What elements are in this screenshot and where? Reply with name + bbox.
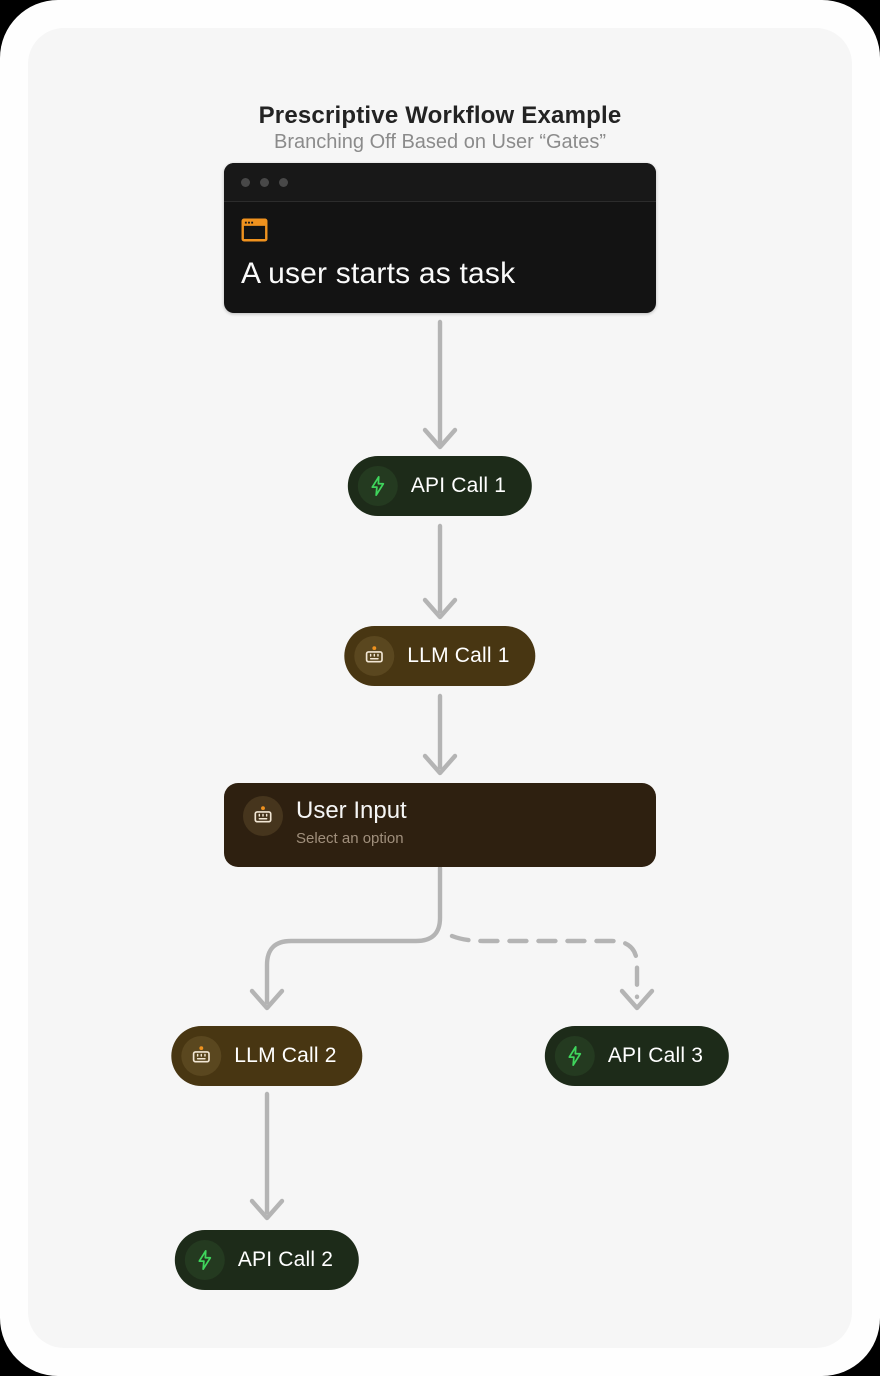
node-label: API Call 2	[237, 1248, 334, 1271]
robot-icon	[243, 796, 283, 836]
user-input-subtitle: Select an option	[296, 830, 404, 847]
node-llm-call-1[interactable]: LLM Call 1	[344, 626, 536, 686]
page-title: Prescriptive Workflow Example	[258, 102, 622, 129]
node-label: LLM Call 1	[407, 644, 510, 667]
node-api-call-2[interactable]: API Call 2	[174, 1230, 360, 1290]
lightning-icon	[554, 1036, 595, 1076]
browser-window-icon	[241, 218, 268, 242]
node-api-call-3[interactable]: API Call 3	[544, 1026, 730, 1086]
node-user-input[interactable]: User Input Select an option	[224, 783, 656, 867]
node-task-window[interactable]: A user starts as task	[224, 163, 656, 313]
window-dot	[279, 177, 288, 187]
robot-icon	[181, 1036, 222, 1076]
node-llm-call-2[interactable]: LLM Call 2	[171, 1026, 363, 1086]
window-dot	[260, 177, 269, 187]
page-subtitle: Branching Off Based on User “Gates”	[273, 131, 606, 153]
terminal-titlebar	[224, 163, 656, 202]
task-label: A user starts as task	[241, 257, 516, 290]
lightning-icon	[184, 1240, 225, 1280]
user-input-title: User Input	[296, 797, 407, 824]
node-label: API Call 3	[607, 1044, 704, 1067]
terminal-body: A user starts as task	[224, 202, 656, 291]
node-api-call-1[interactable]: API Call 1	[347, 456, 533, 516]
node-label: LLM Call 2	[234, 1044, 337, 1067]
lightning-icon	[357, 466, 398, 506]
robot-icon	[354, 636, 395, 676]
node-label: API Call 1	[410, 474, 507, 497]
window-dot	[241, 177, 250, 187]
